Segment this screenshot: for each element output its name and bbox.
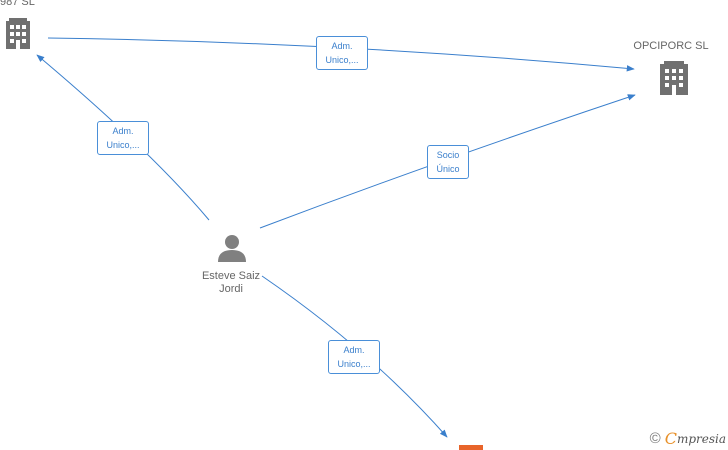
person-name-line2: Jordi (219, 283, 243, 295)
company-label[interactable]: 987 SL (0, 0, 35, 8)
edge-label-line2: Único (436, 164, 460, 174)
copyright-icon: © (649, 430, 661, 447)
building-icon[interactable] (660, 61, 688, 95)
edge-label-left[interactable]: Adm. Unico,... (97, 121, 149, 155)
person-label[interactable]: Esteve Saiz Jordi (190, 270, 272, 296)
edge-label-line1: Adm. (112, 126, 134, 136)
person-name-line1: Esteve Saiz (201, 270, 261, 282)
building-icon[interactable] (6, 18, 30, 49)
edge-label-line2: Unico,... (325, 55, 359, 65)
edge-label-line2: Unico,... (337, 359, 371, 369)
brand-name: mpresia (676, 431, 726, 446)
edge-label-line2: Unico,... (106, 140, 140, 150)
edge-label-right[interactable]: Socio Único (427, 145, 469, 179)
edge-label-line1: Adm. (331, 41, 353, 51)
building-icon[interactable] (459, 445, 483, 450)
edge-label-line1: Socio (436, 150, 460, 160)
brand-initial: C (664, 429, 677, 448)
person-icon[interactable] (218, 235, 246, 262)
edge-label-top[interactable]: Adm. Unico,... (316, 36, 368, 70)
empresia-watermark: © C mpresia (650, 429, 726, 448)
company-label[interactable]: OPCIPORC SL (633, 40, 709, 52)
edge-label-line1: Adm. (343, 345, 365, 355)
edge-label-bottom[interactable]: Adm. Unico,... (328, 340, 380, 374)
